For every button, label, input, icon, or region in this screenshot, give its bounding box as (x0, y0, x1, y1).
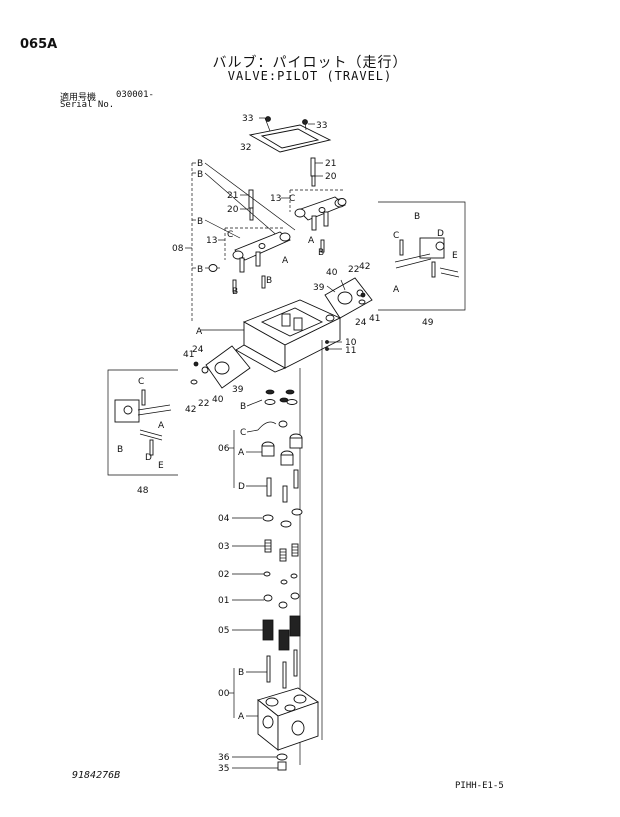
page-code: 065A (20, 37, 58, 52)
retainer-group-01 (263, 592, 300, 609)
spring-group-03 (264, 539, 299, 562)
letter-b-2: B (197, 170, 203, 180)
lever-assembly-right (289, 189, 346, 253)
callout-33-right: 33 (316, 121, 327, 131)
bracket-00 (229, 668, 235, 718)
pin-21-right (310, 157, 316, 187)
letter-b-right: B (318, 248, 324, 258)
shim-group-02 (263, 571, 298, 585)
callout-42-right: 42 (359, 262, 370, 272)
callout-20-left: 20 (227, 205, 239, 215)
callout-21-left: 21 (227, 191, 238, 201)
callout-24-left: 24 (192, 345, 204, 355)
callout-03: 03 (218, 542, 229, 552)
callout-35: 35 (218, 764, 229, 774)
callout-40-right: 40 (326, 268, 338, 278)
letter-b-3: B (197, 217, 203, 227)
detail-box-49 (378, 201, 466, 311)
callout-13-left: 13 (206, 236, 217, 246)
callout-39-left: 39 (232, 385, 244, 395)
letter-a-casing: A (238, 712, 245, 722)
letter-a-left: A (282, 256, 289, 266)
document-number: 9184276B (72, 770, 121, 781)
callout-32: 32 (240, 143, 251, 153)
detail-48-letter-a: A (158, 421, 165, 431)
callout-10: 10 (345, 338, 357, 348)
plunger-group-06 (261, 433, 303, 503)
letter-d-plunger: D (238, 482, 245, 492)
callout-33-left: 33 (242, 114, 253, 124)
detail-49-letter-e: E (452, 251, 458, 261)
callout-04: 04 (218, 514, 230, 524)
callout-41-left: 41 (183, 350, 194, 360)
bracket-06 (229, 430, 235, 488)
letter-b-left-1: B (266, 276, 272, 286)
spool-group (266, 649, 298, 689)
callout-00: 00 (218, 689, 230, 699)
callout-06: 06 (218, 444, 230, 454)
detail-49-letter-c: C (393, 231, 399, 241)
detail-48-letter-e: E (158, 461, 164, 471)
letter-b-4: B (197, 265, 203, 275)
pin-21-left (248, 189, 254, 221)
callout-02: 02 (218, 570, 229, 580)
callout-13-right: 13 (270, 194, 281, 204)
callout-21-right: 21 (325, 159, 336, 169)
callout-41-right: 41 (369, 314, 380, 324)
cover-plate-32 (248, 116, 332, 153)
callout-36: 36 (218, 753, 230, 763)
letter-a-plunger: A (238, 448, 245, 458)
callout-22-right: 22 (348, 265, 359, 275)
cam-plate-right (324, 277, 373, 319)
letter-b-seal: B (240, 402, 246, 412)
callout-22-left: 22 (198, 399, 209, 409)
detail-49-letter-d: D (437, 229, 444, 239)
detail-48-letter-b: B (117, 445, 123, 455)
letter-b-1: B (197, 159, 203, 169)
letter-b-left-2: B (232, 287, 238, 297)
letter-c-left: C (227, 230, 233, 240)
callout-42-left: 42 (185, 405, 196, 415)
callout-08: 08 (172, 244, 184, 254)
callout-39-right: 39 (313, 283, 325, 293)
callout-01: 01 (218, 596, 229, 606)
detail-box-48 (107, 369, 178, 476)
callout-05: 05 (218, 626, 229, 636)
callout-11: 11 (345, 346, 356, 356)
seal-group-upper (257, 389, 298, 431)
page-reference: PIHH-E1-5 (455, 781, 504, 791)
detail-49-letter-b: B (414, 212, 420, 222)
callout-48: 48 (137, 486, 149, 496)
spring-group-05 (262, 615, 301, 651)
letter-a-housing: A (196, 327, 203, 337)
letter-c-right: C (289, 194, 295, 204)
cam-plate-left (190, 345, 251, 389)
title-japanese: バルブ：パイロット（走行） (212, 55, 408, 71)
detail-49-letter-a: A (393, 285, 400, 295)
callout-49: 49 (422, 318, 434, 328)
detail-48-letter-c: C (138, 377, 144, 387)
callout-24-right: 24 (355, 318, 367, 328)
valve-casing-00 (257, 687, 319, 751)
serial-value: 030001- (116, 90, 154, 100)
lever-assembly-left (208, 198, 347, 293)
detail-48-letter-d: D (145, 453, 152, 463)
letter-a-right: A (308, 236, 315, 246)
callout-40-left: 40 (212, 395, 224, 405)
title-english: VALVE:PILOT (TRAVEL) (227, 69, 393, 83)
callout-20-right: 20 (325, 172, 337, 182)
bracket-08 (185, 162, 196, 323)
letter-c-seal: C (240, 428, 246, 438)
valve-body-housing (235, 299, 342, 373)
serial-label-english: Serial No. (60, 100, 115, 110)
plug-36-35 (276, 753, 288, 771)
serial-label-japanese: 適用号機 (60, 93, 97, 103)
washer-group-04 (262, 508, 303, 528)
letter-b-spool: B (238, 668, 244, 678)
